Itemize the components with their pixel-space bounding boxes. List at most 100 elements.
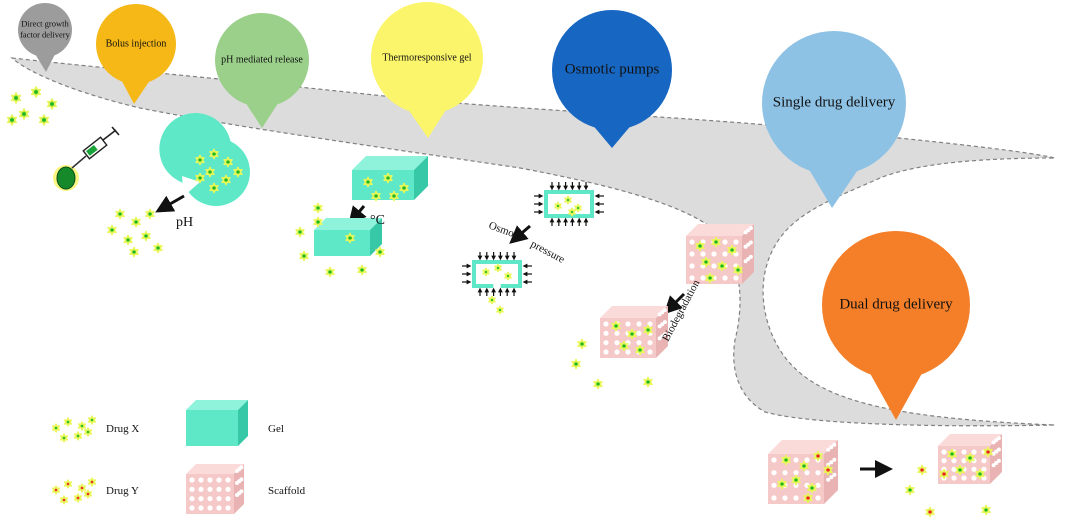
bubble-ph: pH mediated release [215,13,309,128]
drug-x-particle [221,174,231,186]
bubble-dual: Dual drug delivery [822,231,970,420]
drug-x-particle [807,482,817,494]
drug-x-particle [389,190,399,202]
drug-x-particle [145,208,155,220]
drug-x-particle [799,460,809,472]
drug-x-particle [195,154,205,166]
biodegradation-arrow [663,292,686,315]
drug-y-particle [63,479,73,489]
drug-y-particle [59,495,69,505]
bubble-ph-label: pH mediated release [221,54,303,65]
drug-x-particle [18,108,30,120]
drug-x-particle [554,201,562,211]
drug-x-particle [568,207,576,217]
thermo-gel-block-top [352,156,428,202]
drug-y-particle [823,464,833,476]
drug-x-particle [717,260,727,272]
drug-x-particle [357,264,367,276]
drug-x-particle [981,504,991,516]
osmotic-pump-open [462,252,532,296]
bubble-dual-label: Dual drug delivery [839,296,953,312]
drug-x-particle [371,190,381,202]
drug-x-particle [223,156,233,168]
drug-x-particle [345,232,355,244]
drug-y-particle [983,446,993,458]
osmotic-pump-closed [534,182,604,226]
drug-x-particle [791,474,801,486]
drug-x-particle [73,431,83,441]
osmotic-released-particles [488,295,504,315]
drug-y-particle [87,477,97,487]
legend-drug-x-icon [51,415,97,443]
drug-y-particle [925,506,935,518]
drug-x-particle [209,148,219,160]
ph-label: pH [176,215,193,230]
drug-x-particle [233,166,243,178]
drug-x-particle [299,250,309,262]
ph-release-arrow [155,194,185,213]
drug-y-particle [813,450,823,462]
bubble-thermo: Thermoresponsive gel [371,2,483,138]
drug-x-particle [399,182,409,194]
drug-y-particle [83,489,93,499]
legend-gel-icon [186,400,248,446]
drug-y-particle [939,468,949,480]
drug-x-particle [482,267,490,277]
direct-delivery-particles [6,86,58,126]
drug-x-particle [195,172,205,184]
drug-x-particle [504,271,512,281]
drug-x-particle [363,176,373,188]
drug-x-particle [313,216,323,228]
drug-x-particle [577,338,587,350]
legend-scaffold-label: Scaffold [268,485,306,497]
drug-x-particle [593,378,603,390]
legend [51,400,248,514]
drug-x-particle [87,415,97,425]
drug-x-particle [46,98,58,110]
illustrations [6,86,1002,518]
drug-x-particle [131,216,141,228]
drug-x-particle [129,246,139,258]
drug-x-particle [325,266,335,278]
drug-x-particle [115,208,125,220]
drug-x-particle [627,328,637,340]
drug-x-particle [905,484,915,496]
drug-x-particle [975,468,985,480]
drug-x-particle [574,203,582,213]
drug-x-particle [965,452,975,464]
drug-x-particle [59,433,69,443]
drug-x-particle [643,376,653,388]
bubble-bolus-label: Bolus injection [106,38,167,49]
drug-x-particle [51,423,61,433]
dual-released-particles [905,464,991,518]
drug-x-particle [488,295,496,305]
pressure-label: pressure [529,238,567,266]
drug-x-particle [571,358,581,370]
drug-y-particle [73,493,83,503]
legend-drug-y-label: Drug Y [106,485,139,497]
temperature-label: °C [370,213,385,228]
drug-x-particle [6,114,18,126]
drug-x-particle [38,114,50,126]
drug-x-particle [313,202,323,214]
scaffold-dual-right [938,434,1002,484]
drug-x-particle [123,234,133,246]
drug-x-particle [153,242,163,254]
thermo-gel-block-bottom [314,218,382,256]
drug-x-particle [643,324,653,336]
scaffold-released-particles [571,338,653,390]
drug-x-particle [30,86,42,98]
drug-x-particle [635,344,645,356]
drug-x-particle [727,244,737,256]
drug-x-particle [947,448,957,460]
drug-x-particle [711,236,721,248]
scaffold-single-bottom [600,306,668,358]
scaffold-single-top [686,224,754,284]
drug-x-particle [705,272,715,284]
drug-x-particle [777,478,787,490]
scaffold-dual-left [768,440,838,504]
legend-gel-label: Gel [268,423,284,435]
drug-x-particle [781,454,791,466]
